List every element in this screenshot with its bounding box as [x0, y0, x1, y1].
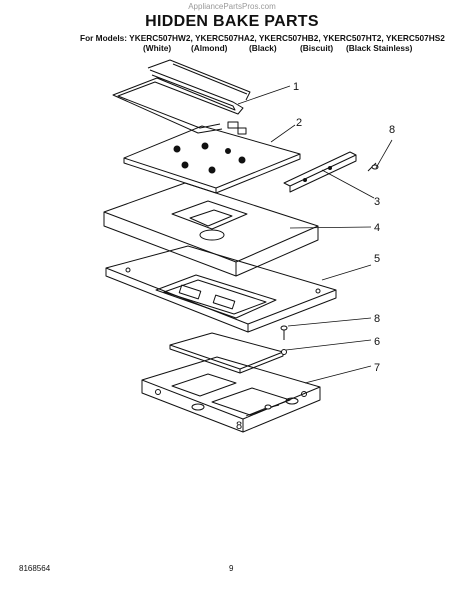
outer-tray-part-7: [141, 356, 321, 433]
screw-part-8-mid: [280, 325, 288, 355]
callout-8-mid: 8: [374, 313, 380, 325]
screw-part-8-top: [367, 162, 379, 172]
callout-labels: 1 2 8 3 4 5 8 6 7 8: [236, 81, 395, 432]
color-label-black: (Black): [249, 43, 277, 53]
color-label-almond: (Almond): [191, 43, 228, 53]
color-label-biscuit: (Biscuit): [300, 43, 334, 53]
callout-3: 3: [374, 196, 380, 208]
leader-lines: [237, 85, 393, 417]
color-label-white: (White): [143, 43, 172, 53]
color-label-black-stainless: (Black Stainless): [346, 43, 413, 53]
callout-5: 5: [374, 253, 380, 265]
bracket-part-3: [283, 151, 357, 193]
insulation-part-4: [103, 182, 319, 277]
callout-6: 6: [374, 336, 380, 348]
screw-part-8-bottom: [264, 404, 280, 410]
model-list: For Models: YKERC507HW2, YKERC507HA2, YK…: [80, 33, 445, 43]
access-cover-part-6: [169, 332, 284, 374]
page-title: HIDDEN BAKE PARTS: [145, 13, 319, 30]
page-number: 9: [229, 564, 234, 573]
callout-8-bottom: 8: [236, 420, 242, 432]
callout-2: 2: [296, 117, 302, 129]
element-cover-part-2: [123, 125, 301, 194]
watermark: AppliancePartsPros.com: [188, 2, 276, 11]
bake-element-part-1: [112, 59, 251, 135]
callout-1: 1: [293, 81, 299, 93]
callout-4: 4: [374, 222, 380, 234]
callout-7: 7: [374, 362, 380, 374]
oven-bottom-part-5: [105, 245, 337, 333]
document-number: 8168564: [19, 564, 51, 573]
callout-8-top: 8: [389, 124, 395, 136]
